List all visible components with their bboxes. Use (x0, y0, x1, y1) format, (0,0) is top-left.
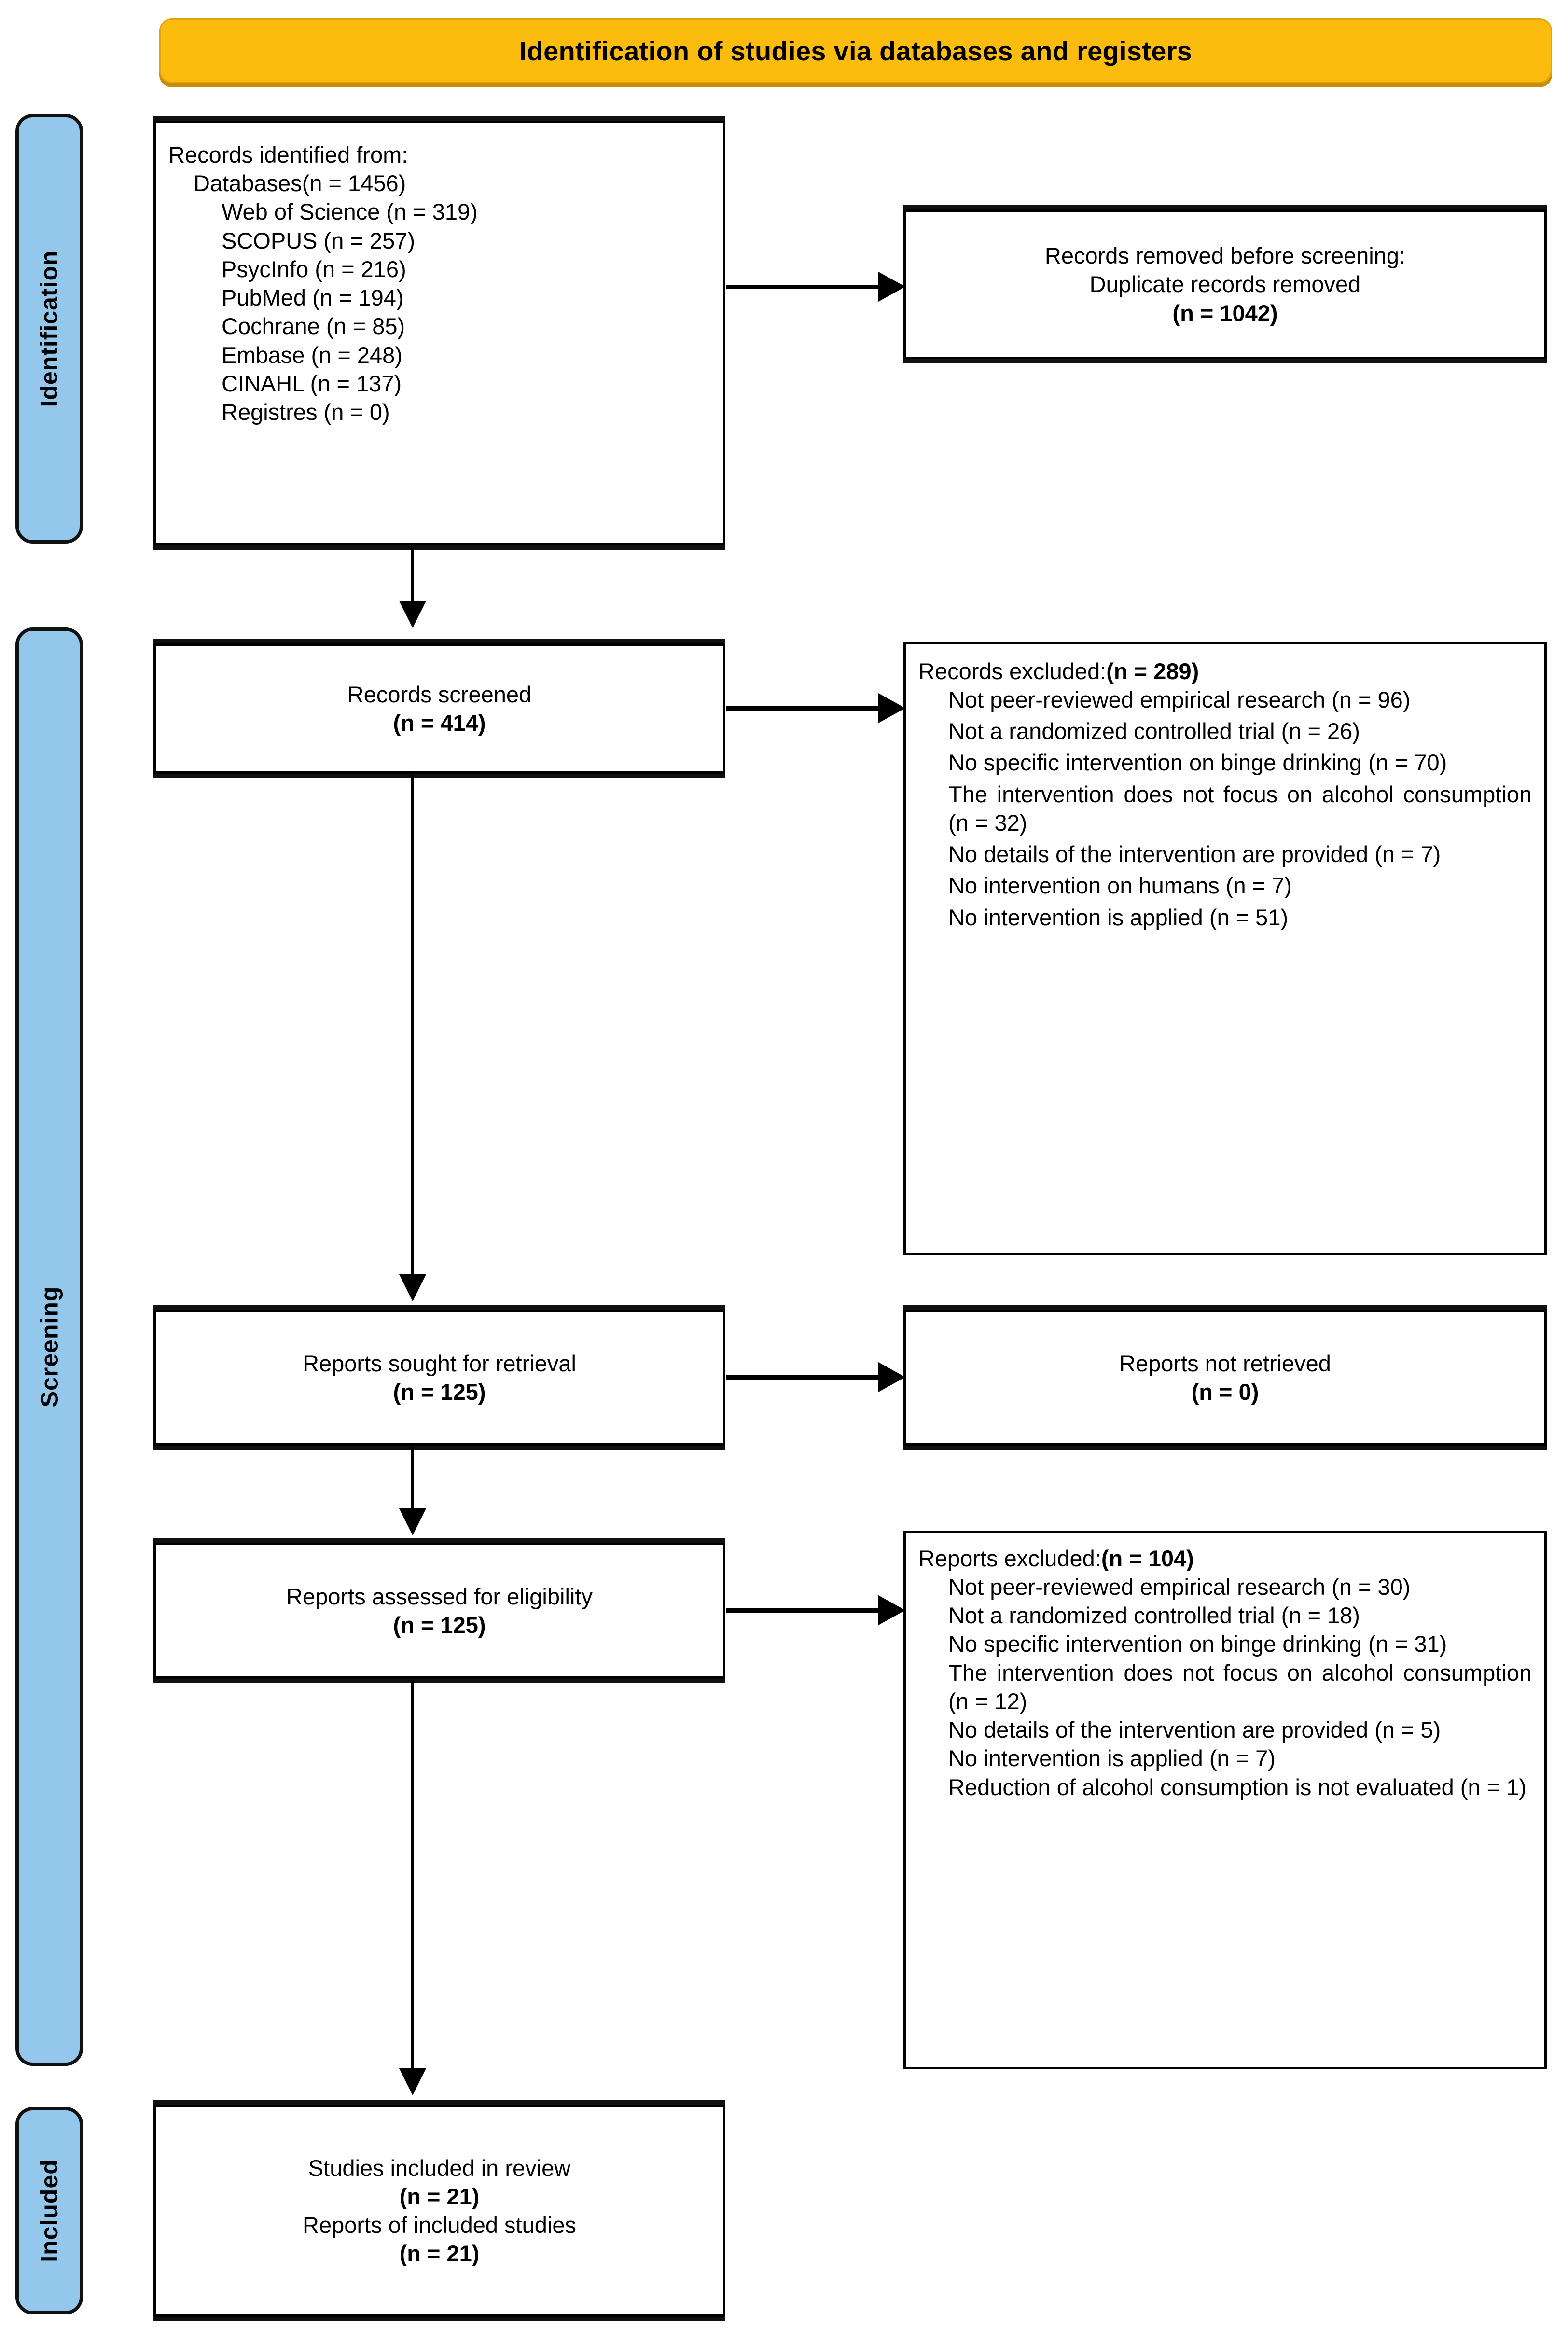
diagram-title: Identification of studies via databases … (519, 35, 1193, 66)
box-reports-assessed: Reports assessed for eligibility (n = 12… (153, 1538, 725, 1683)
reports-sought-count: (n = 125) (393, 1379, 486, 1405)
records-removed-line1: Records removed before screening: (1044, 243, 1406, 269)
stage-label-identification: Identification (15, 114, 83, 544)
connector-screened-to-sought-arrowhead (399, 1274, 426, 1301)
connector-sought-to-not-retrieved (726, 1375, 880, 1380)
source-item: Web of Science (n = 319) (222, 199, 478, 225)
stage-label-included: Included (15, 2107, 83, 2314)
box-studies-included: Studies included in review (n = 21) Repo… (153, 2100, 725, 2321)
connector-identified-to-removed-arrowhead (878, 272, 905, 302)
exclusion-reason: Not a randomized controlled trial (n = 2… (948, 718, 1360, 744)
connector-sought-to-assessed (411, 1447, 414, 1522)
box-reports-sought: Reports sought for retrieval (n = 125) (153, 1305, 725, 1450)
source-item: CINAHL (n = 137) (222, 370, 402, 396)
exclusion-reason: Not a randomized controlled trial (n = 1… (948, 1603, 1360, 1629)
stage-label-screening: Screening (15, 627, 83, 2066)
reports-excluded-heading-label: Reports excluded: (918, 1546, 1101, 1571)
source-item: SCOPUS (n = 257) (222, 227, 415, 253)
exclusion-reason: No specific intervention on binge drinki… (948, 750, 1447, 776)
source-item: PubMed (n = 194) (222, 285, 404, 311)
reports-excluded-reason-list: Not peer-reviewed empirical research (n … (918, 1573, 1532, 1801)
stage-label-included-text: Included (36, 2159, 63, 2262)
box-reports-not-retrieved: Reports not retrieved (n = 0) (903, 1305, 1547, 1450)
records-identified-databases-count: (n = 1456) (302, 170, 406, 196)
connector-identified-to-removed (726, 285, 880, 289)
reports-excluded-heading: Reports excluded:(n = 104) (918, 1545, 1532, 1572)
records-excluded-heading-label: Records excluded: (918, 658, 1107, 684)
connector-screened-to-sought (411, 775, 414, 1287)
reports-not-retrieved-count: (n = 0) (1191, 1379, 1259, 1405)
exclusion-reason: No details of the intervention are provi… (948, 1717, 1441, 1743)
studies-included-line2: Reports of included studies (303, 2212, 576, 2238)
source-item: Registres (n = 0) (222, 399, 390, 425)
connector-screened-to-excluded (726, 706, 880, 711)
studies-included-count1: (n = 21) (399, 2183, 480, 2209)
source-item: Cochrane (n = 85) (222, 313, 405, 339)
records-screened-count: (n = 414) (393, 710, 486, 736)
exclusion-reason: Not peer-reviewed empirical research (n … (948, 687, 1411, 712)
box-records-screened: Records screened (n = 414) (153, 639, 725, 778)
reports-sought-label: Reports sought for retrieval (303, 1350, 576, 1376)
exclusion-reason: No intervention on humans (n = 7) (948, 873, 1292, 899)
exclusion-reason: The intervention does not focus on alcoh… (948, 781, 1532, 836)
box-reports-excluded: Reports excluded:(n = 104) Not peer-revi… (903, 1531, 1547, 2069)
connector-assessed-to-excluded-arrowhead (878, 1595, 905, 1625)
records-excluded-heading: Records excluded:(n = 289) (918, 658, 1532, 684)
records-screened-label: Records screened (347, 681, 532, 707)
exclusion-reason: Not peer-reviewed empirical research (n … (948, 1574, 1411, 1600)
connector-assessed-to-excluded (726, 1608, 880, 1613)
exclusion-reason: No intervention is applied (n = 7) (948, 1745, 1276, 1771)
connector-assessed-to-included-arrowhead (399, 2068, 426, 2095)
records-identified-title: Records identified from: (168, 142, 408, 167)
box-records-identified: Records identified from: Databases(n = 1… (153, 116, 725, 550)
connector-sought-to-assessed-arrowhead (399, 1508, 426, 1535)
records-removed-count: (n = 1042) (1172, 300, 1278, 326)
records-excluded-reason-list: Not peer-reviewed empirical research (n … (918, 685, 1532, 934)
exclusion-reason: Reduction of alcohol consumption is not … (948, 1774, 1526, 1800)
box-records-removed: Records removed before screening: Duplic… (903, 205, 1547, 363)
studies-included-line1: Studies included in review (308, 2155, 571, 2181)
connector-sought-to-not-retrieved-arrowhead (878, 1362, 905, 1392)
connector-identified-to-screened (411, 547, 414, 614)
records-identified-databases-label: Databases (194, 170, 302, 196)
connector-screened-to-excluded-arrowhead (878, 693, 905, 723)
stage-label-identification-text: Identification (36, 250, 63, 407)
records-excluded-heading-count: (n = 289) (1106, 658, 1199, 684)
exclusion-reason: No intervention is applied (n = 51) (948, 904, 1289, 930)
reports-excluded-heading-count: (n = 104) (1101, 1546, 1194, 1571)
stage-label-screening-text: Screening (36, 1286, 63, 1408)
exclusion-reason: The intervention does not focus on alcoh… (948, 1659, 1532, 1714)
diagram-header-banner: Identification of studies via databases … (159, 18, 1552, 83)
box-records-excluded: Records excluded:(n = 289) Not peer-revi… (903, 642, 1547, 1255)
source-item: Embase (n = 248) (222, 342, 402, 368)
records-removed-line2: Duplicate records removed (1089, 271, 1361, 297)
studies-included-count2: (n = 21) (399, 2241, 480, 2267)
exclusion-reason: No specific intervention on binge drinki… (948, 1631, 1447, 1657)
connector-assessed-to-included (411, 1680, 414, 2078)
exclusion-reason: No details of the intervention are provi… (948, 841, 1441, 867)
connector-identified-to-screened-arrowhead (399, 601, 426, 628)
records-identified-databases-line: Databases(n = 1456) (168, 169, 710, 197)
source-item: PsycInfo (n = 216) (222, 256, 406, 282)
reports-assessed-label: Reports assessed for eligibility (286, 1583, 593, 1609)
reports-assessed-count: (n = 125) (393, 1612, 486, 1638)
reports-not-retrieved-label: Reports not retrieved (1119, 1350, 1331, 1376)
